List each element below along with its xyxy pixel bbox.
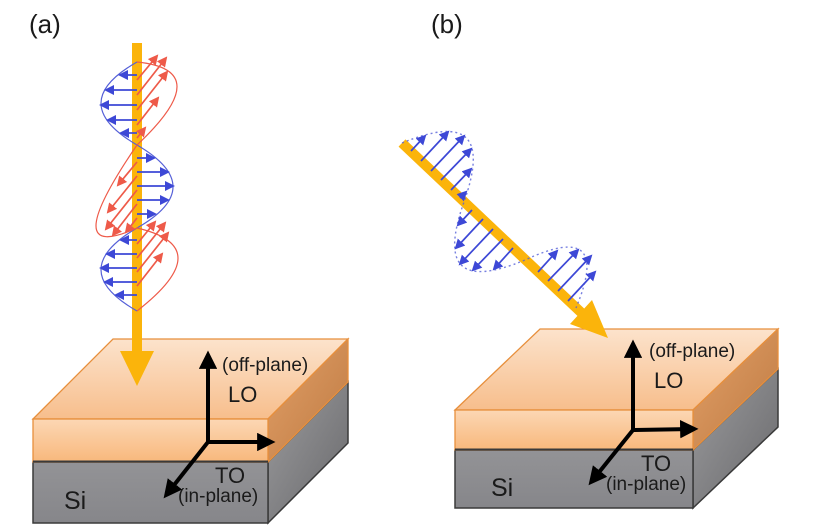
substrate-label-b: Si (491, 474, 513, 502)
to-label-b: TO (641, 451, 671, 476)
off-plane-label-a: (off-plane) (222, 355, 308, 376)
wave-blue-envelope-b (401, 130, 588, 309)
axis-right-b (632, 420, 699, 439)
in-plane-label-b: (in-plane) (606, 474, 686, 495)
lo-label-a: LO (228, 382, 257, 407)
axes-b (588, 339, 699, 486)
wave-blue-a (98, 61, 176, 312)
off-plane-label-b: (off-plane) (649, 341, 735, 362)
panel-b: (b) (398, 9, 780, 510)
lo-label-b: LO (654, 368, 683, 393)
axis-in-plane-a (163, 440, 210, 499)
to-label-a: TO (215, 463, 245, 488)
incident-beam-b (398, 139, 608, 338)
beam-shaft-b (398, 139, 592, 323)
wave-red-a (95, 54, 179, 312)
substrate-front-face-b (454, 449, 694, 509)
panel-a-label: (a) (29, 9, 61, 39)
sample-slab-b (453, 327, 780, 510)
beam-arrowhead-b (570, 300, 608, 338)
wave-blue-b (401, 130, 597, 309)
axis-in-plane-b (588, 428, 635, 486)
beam-arrowhead-a (120, 351, 154, 386)
panel-b-label: (b) (431, 9, 463, 39)
substrate-label-a: Si (64, 487, 86, 515)
in-plane-label-a: (in-plane) (178, 486, 258, 507)
panel-a: (a) (29, 9, 350, 525)
axes-a (163, 350, 276, 499)
wave-red-envelope-a (95, 61, 179, 312)
substrate-front-face-a (32, 461, 269, 524)
